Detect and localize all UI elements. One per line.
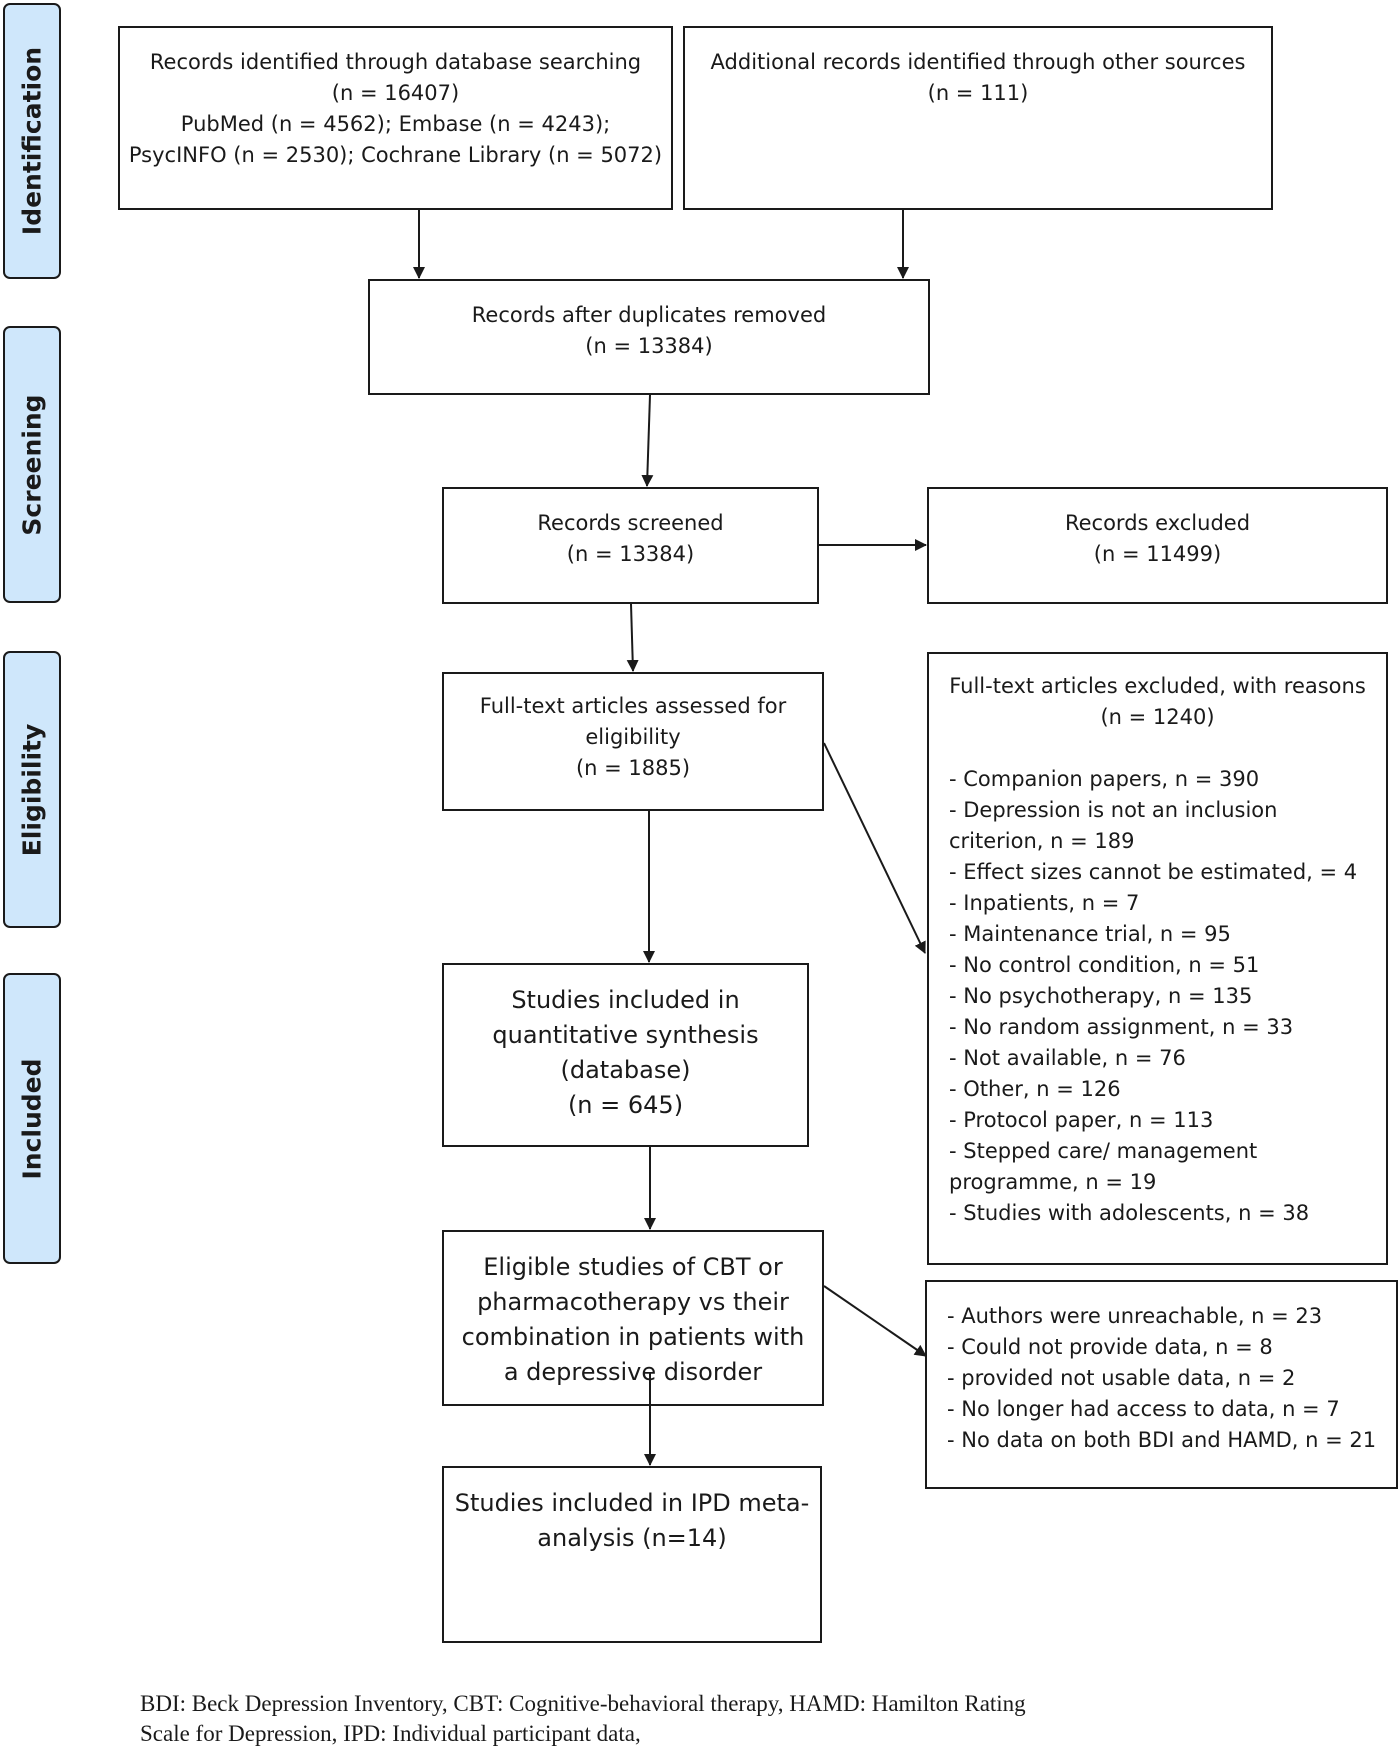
box-records-excluded: Records excluded (n = 11499) [927,487,1388,604]
box-line: (database) [560,1056,691,1084]
box-line: Full-text articles assessed for [479,694,787,718]
footnote: BDI: Beck Depression Inventory, CBT: Cog… [140,1689,1026,1749]
reason-item: - Maintenance trial, n = 95 [949,922,1231,946]
box-line: a depressive disorder [503,1358,763,1386]
reason-item: criterion, n = 189 [949,829,1135,853]
reason-item: - Depression is not an inclusion [949,798,1278,822]
reason-item: - Other, n = 126 [949,1077,1121,1101]
reason-item: - No psychotherapy, n = 135 [949,984,1253,1008]
box-fulltext-excluded: Full-text articles excluded, with reason… [927,652,1388,1265]
box-line: Records after duplicates removed [471,303,827,327]
reason-item: - No data on both BDI and HAMD, n = 21 [947,1428,1377,1452]
phase-identification: Identification [3,3,61,279]
box-line: (n = 11499) [1093,542,1222,566]
box-eligible-cbt: Eligible studies of CBT or pharmacothera… [442,1230,824,1406]
box-line: PubMed (n = 4562); Embase (n = 4243); [180,112,611,136]
arrow-eligible-to-ipd-excluded [823,1285,927,1357]
reason-item: programme, n = 19 [949,1170,1157,1194]
box-quantitative-synthesis: Studies included in quantitative synthes… [442,963,809,1147]
box-line: (n = 13384) [585,334,713,358]
phase-eligibility: Eligibility [3,651,61,928]
box-line: Records identified through database sear… [149,50,642,74]
box-ipd-excluded: - Authors were unreachable, n = 23 - Cou… [925,1280,1398,1489]
footnote-line: BDI: Beck Depression Inventory, CBT: Cog… [140,1691,1026,1716]
phase-included: Included [3,973,61,1264]
box-other-sources: Additional records identified through ot… [683,26,1273,210]
arrow-duplicates-to-screened [641,394,654,487]
fulltext-excluded-reasons: - Companion papers, n = 390 - Depression… [929,764,1386,1229]
box-line: Eligible studies of CBT or [483,1253,783,1281]
reason-item: - provided not usable data, n = 2 [947,1366,1296,1390]
reason-item: - Could not provide data, n = 8 [947,1335,1273,1359]
box-line: eligibility [585,725,681,749]
box-line: PsycINFO (n = 2530); Cochrane Library (n… [128,143,663,167]
reason-item: - Not available, n = 76 [949,1046,1186,1070]
box-line: analysis (n=14) [537,1524,727,1552]
reason-item: - Companion papers, n = 390 [949,767,1260,791]
reason-item: - Inpatients, n = 7 [949,891,1140,915]
reason-item: - Stepped care/ management [949,1139,1258,1163]
box-line: Studies included in [511,986,740,1014]
reason-item: - Effect sizes cannot be estimated, = 4 [949,860,1358,884]
box-line: combination in patients with [461,1323,805,1351]
reason-item: - Authors were unreachable, n = 23 [947,1304,1323,1328]
box-ipd-included: Studies included in IPD meta- analysis (… [442,1466,822,1643]
box-line: quantitative synthesis [492,1021,759,1049]
arrow-screened-to-fulltext [626,603,639,672]
box-line: Additional records identified through ot… [710,50,1246,74]
box-line: (n = 13384) [566,542,695,566]
box-line: Full-text articles excluded, with reason… [949,674,1366,698]
box-line: (n = 16407) [331,81,460,105]
arrow-fulltext-to-excluded [823,742,926,954]
box-line: (n = 1885) [575,756,691,780]
box-line: Studies included in IPD meta- [454,1489,810,1517]
box-database-searching: Records identified through database sear… [118,26,673,210]
footnote-line: Scale for Depression, IPD: Individual pa… [140,1721,641,1746]
reason-item: - Studies with adolescents, n = 38 [949,1201,1310,1225]
box-line: (n = 111) [927,81,1029,105]
phase-screening: Screening [3,326,61,603]
box-line: Records excluded [1064,511,1251,535]
reason-item: - No control condition, n = 51 [949,953,1260,977]
reason-item: - No longer had access to data, n = 7 [947,1397,1340,1421]
fulltext-excluded-header: Full-text articles excluded, with reason… [929,671,1386,733]
box-line: (n = 1240) [1100,705,1215,729]
box-line: (n = 645) [567,1091,684,1119]
box-records-screened: Records screened (n = 13384) [442,487,819,604]
reason-item: - Protocol paper, n = 113 [949,1108,1214,1132]
box-duplicates-removed: Records after duplicates removed (n = 13… [368,279,930,395]
box-fulltext-assessed: Full-text articles assessed for eligibil… [442,672,824,811]
box-line: pharmacotherapy vs their [477,1288,789,1316]
box-line: Records screened [537,511,724,535]
reason-item: - No random assignment, n = 33 [949,1015,1294,1039]
